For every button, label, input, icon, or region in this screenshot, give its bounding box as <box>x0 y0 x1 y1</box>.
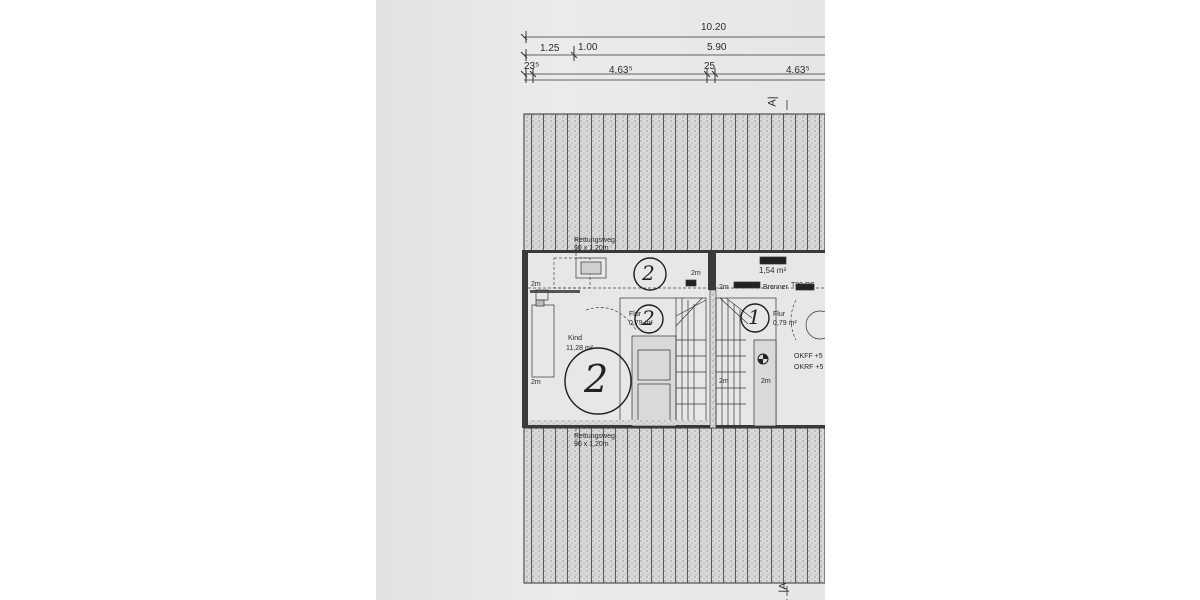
handwritten-number: 2 <box>642 261 655 285</box>
dim-overall: 10.20 <box>701 22 727 33</box>
okrf-label: OKRF +5 <box>794 364 824 371</box>
t30-label: T30 RS <box>791 282 815 289</box>
handwritten-number: 1 <box>748 305 761 329</box>
height-tag: 2m <box>531 281 541 288</box>
height-tag: 2m <box>531 379 541 386</box>
flur-right-area: 0,79 m² <box>773 320 797 327</box>
dim-1-00: 1.00 <box>578 42 598 53</box>
dim-5-90: 5.90 <box>707 42 727 53</box>
roof-top <box>523 113 825 253</box>
height-tag: 2m <box>719 378 729 385</box>
handwritten-circles <box>564 257 770 415</box>
dim-1-25: 1.25 <box>540 43 560 54</box>
escape-route-bottom-size: 90 x 1,20m <box>574 441 609 448</box>
paper-sheet: 10.20 1.25 1.00 5.90 23⁵ 4.63⁵ 25 4.63⁵ … <box>376 0 825 600</box>
roof-bottom <box>523 427 825 584</box>
escape-route-top-label: Rettungsweg <box>574 237 615 244</box>
height-tag: 2m <box>719 284 729 291</box>
storage-area: 1,54 m² <box>759 266 787 275</box>
dim-23-5: 23⁵ <box>524 61 540 72</box>
dimension-lines <box>520 31 825 83</box>
section-marker-bottom: |A <box>777 582 790 593</box>
kind-area: 11,28 m² <box>566 345 594 352</box>
escape-route-top-size: 90 x 1,20m <box>574 245 609 252</box>
okff-label: OKFF +5 <box>794 353 823 360</box>
escape-route-bottom-label: Rettungsweg <box>574 433 615 440</box>
floor-plan-drawing <box>520 31 825 600</box>
handwritten-number-large: 2 <box>584 357 609 401</box>
height-tag: 2m <box>761 378 771 385</box>
handwritten-number: 2 <box>642 306 655 330</box>
section-marker-top: A| <box>766 96 779 107</box>
level-symbol <box>757 353 769 365</box>
dim-4-63-right: 4.63⁵ <box>786 65 810 76</box>
height-tag: 2m <box>691 270 701 277</box>
dim-4-63-left: 4.63⁵ <box>609 65 633 76</box>
brenner-label: Brenner <box>763 284 788 291</box>
flur-left-area: 0,79 m² <box>629 320 653 327</box>
flur-right-name: Flur <box>773 311 786 318</box>
dim-25: 25 <box>704 61 716 72</box>
stair-left <box>619 297 707 427</box>
flur-left-name: Flur <box>629 311 642 318</box>
kind-name: Kind <box>568 335 583 342</box>
furniture <box>528 256 825 425</box>
